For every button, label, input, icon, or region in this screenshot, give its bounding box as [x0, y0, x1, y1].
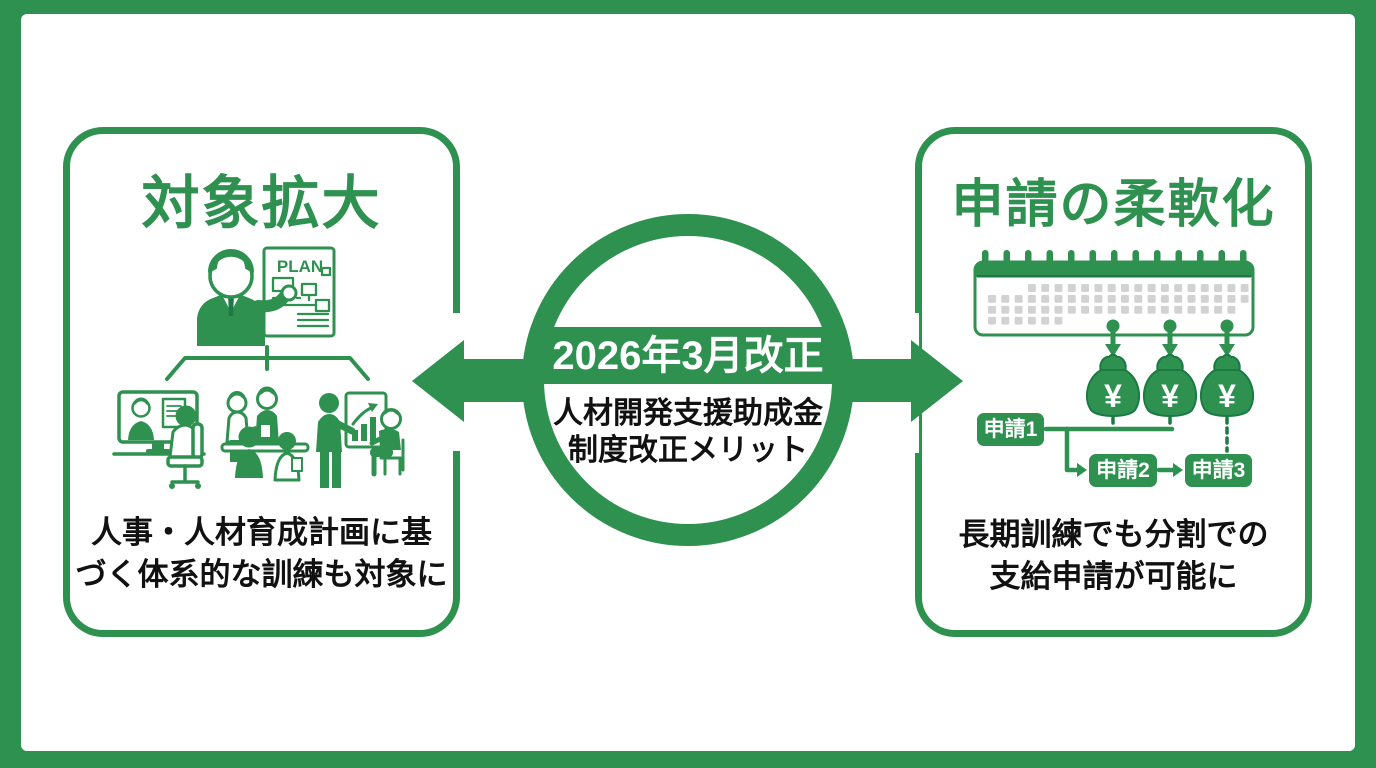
- plan-label: PLAN: [277, 257, 323, 276]
- plan-document: PLAN: [262, 246, 336, 338]
- left-caption-line1: 人事・人材育成計画に基: [91, 515, 432, 550]
- money-bag-icon: ¥: [1199, 353, 1255, 417]
- training-plan-illustration: PLAN: [112, 246, 405, 489]
- online-training-scene: [112, 390, 206, 489]
- calendar-milestone-arrows: [1105, 319, 1235, 357]
- yen-symbol: ¥: [1161, 378, 1179, 414]
- calendar-dates-row4: [988, 316, 1063, 325]
- right-card-title: 申請の柔軟化: [951, 176, 1276, 234]
- arrow-right-icon: [830, 340, 963, 422]
- yen-symbol: ¥: [1218, 378, 1236, 414]
- right-caption-line2: 支給申請が可能に: [989, 559, 1238, 594]
- yen-symbol: ¥: [1104, 378, 1122, 414]
- calendar-dates-row1: [1027, 284, 1249, 292]
- group-meeting-scene: [220, 386, 310, 482]
- badge-subtitle-line2: 制度改正メリット: [568, 434, 808, 467]
- application-3-label: 申請3: [1185, 454, 1252, 487]
- calendar-dates-row2: [988, 294, 1249, 303]
- presentation-scene: [316, 391, 405, 488]
- tree-connector: [165, 345, 370, 381]
- badge-subtitle-line1: 人材開発支援助成金: [553, 397, 823, 430]
- center-badge-circle: [522, 214, 854, 546]
- presenter-person: [197, 249, 298, 346]
- arrow-left-icon: [412, 340, 545, 422]
- left-caption-line2: づく体系的な訓練も対象に: [75, 557, 448, 592]
- money-bag-icon: ¥: [1142, 353, 1198, 417]
- money-bag-icon: ¥: [1085, 353, 1141, 417]
- application-2-label: 申請2: [1089, 454, 1157, 487]
- left-card-title: 対象拡大: [141, 171, 382, 236]
- right-caption-line1: 長期訓練でも分割での: [958, 517, 1269, 552]
- money-bags: ¥ ¥ ¥: [1085, 353, 1255, 417]
- year-band: [522, 327, 854, 384]
- calendar-payout-illustration: ¥ ¥ ¥: [973, 250, 1255, 477]
- right-card-caption: 長期訓練でも分割での 支給申請が可能に: [915, 514, 1312, 598]
- calendar-illustration: [973, 250, 1255, 337]
- application-flow-connectors: [1043, 416, 1229, 477]
- application-1-label: 申請1: [977, 413, 1044, 446]
- calendar-dates-row3: [988, 305, 1236, 314]
- badge-subtitle: 人材開発支援助成金 制度改正メリット: [528, 395, 848, 469]
- revision-year-label: 2026年3月改正: [552, 334, 824, 378]
- left-card-caption: 人事・人材育成計画に基 づく体系的な訓練も対象に: [63, 512, 460, 596]
- left-card: [63, 127, 460, 637]
